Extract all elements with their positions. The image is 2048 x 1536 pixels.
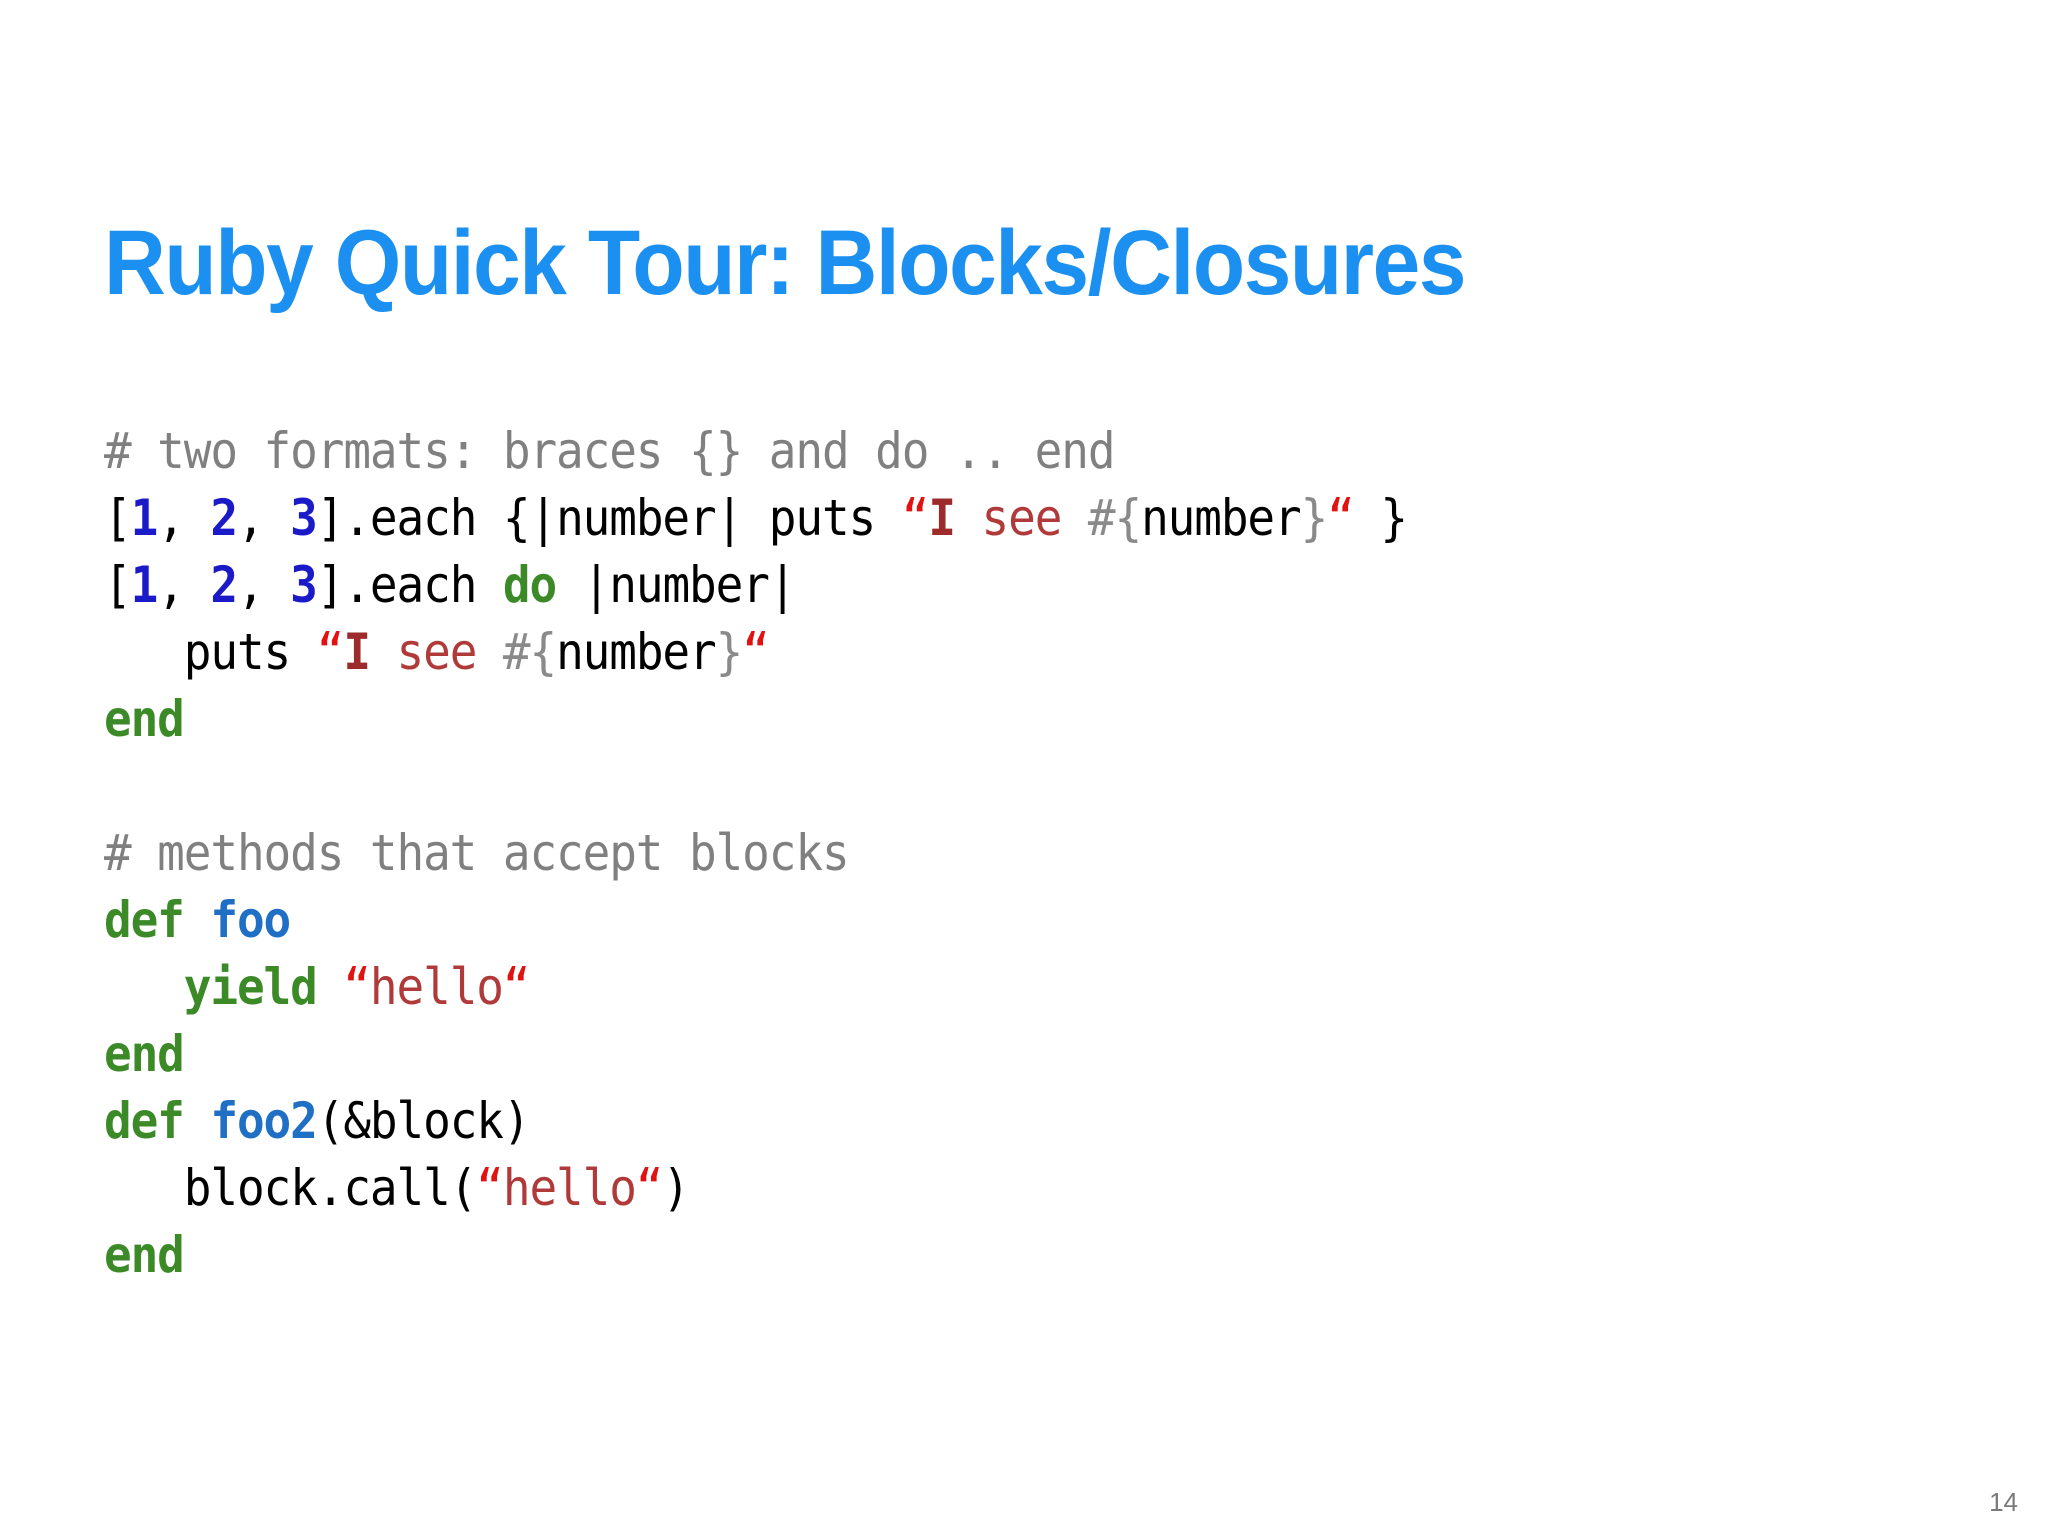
code-token: end xyxy=(104,1226,185,1284)
code-line: # two formats: braces {} and do .. end xyxy=(104,418,1834,485)
code-token: “ xyxy=(742,623,770,681)
code-token: , xyxy=(236,556,291,614)
code-token: def xyxy=(104,891,185,949)
code-token: ) xyxy=(662,1159,690,1217)
code-line: [1, 2, 3].each {|number| puts “I see #{n… xyxy=(104,485,1834,552)
code-line: end xyxy=(104,1021,1834,1088)
code-token: do xyxy=(502,556,557,614)
code-token: ].each {|number| puts xyxy=(316,489,902,547)
code-token: number xyxy=(1141,489,1302,547)
code-block: # two formats: braces {} and do .. end[1… xyxy=(104,418,1834,1289)
code-token: ].each xyxy=(316,556,503,614)
code-line: yield “hello“ xyxy=(104,954,1834,1021)
code-token: “ xyxy=(476,1159,504,1217)
code-token: #{ xyxy=(502,623,557,681)
code-token: “ xyxy=(343,958,371,1016)
code-token: , xyxy=(157,489,211,547)
code-token: “ xyxy=(316,623,345,681)
code-token: [ xyxy=(104,489,132,547)
page-title: Ruby Quick Tour: Blocks/Closures xyxy=(104,211,1466,314)
code-token: end xyxy=(104,1025,185,1083)
code-token: # two formats: braces {} and do .. end xyxy=(104,422,1116,480)
code-line: def foo xyxy=(104,887,1834,954)
code-token: } xyxy=(715,623,744,681)
code-token: hello xyxy=(502,1159,637,1217)
code-token: 3 xyxy=(290,489,318,547)
code-token: “ xyxy=(1327,489,1355,547)
code-token: #{ xyxy=(1087,489,1142,547)
code-token: 1 xyxy=(130,556,159,614)
code-token xyxy=(104,958,184,1016)
code-token: |number| xyxy=(556,556,797,614)
code-token: number xyxy=(556,623,717,681)
code-token: “ xyxy=(502,958,531,1016)
code-line: def foo2(&block) xyxy=(104,1088,1834,1155)
code-token: puts xyxy=(104,623,317,681)
code-token: } xyxy=(1300,489,1329,547)
code-line: block.call(“hello“) xyxy=(104,1155,1834,1222)
code-line: # methods that accept blocks xyxy=(104,820,1834,887)
code-token: 2 xyxy=(210,489,238,547)
code-token: see xyxy=(369,623,503,681)
code-token: yield xyxy=(183,958,318,1016)
code-token xyxy=(184,1092,211,1150)
code-token: 3 xyxy=(290,556,318,614)
code-token xyxy=(184,891,211,949)
code-token: I xyxy=(928,489,956,547)
code-line: end xyxy=(104,1222,1834,1289)
code-token: 1 xyxy=(130,489,159,547)
code-token: , xyxy=(157,556,211,614)
code-token: hello xyxy=(369,958,504,1016)
page-number: 14 xyxy=(1989,1487,2018,1517)
code-token: “ xyxy=(635,1159,664,1217)
code-token: foo2 xyxy=(210,1092,317,1150)
code-token: 2 xyxy=(210,556,238,614)
code-line xyxy=(104,753,1834,820)
code-line: end xyxy=(104,686,1834,753)
code-token: , xyxy=(236,489,291,547)
code-token xyxy=(317,958,344,1016)
code-token: end xyxy=(104,690,185,748)
code-token: } xyxy=(1353,489,1408,547)
code-token: (&block) xyxy=(316,1092,531,1150)
code-token: “ xyxy=(901,489,930,547)
code-token: def xyxy=(104,1092,185,1150)
code-token: I xyxy=(343,623,371,681)
code-token: block.call( xyxy=(104,1159,478,1217)
code-token: foo xyxy=(210,891,291,949)
code-token: [ xyxy=(104,556,132,614)
code-line: [1, 2, 3].each do |number| xyxy=(104,552,1834,619)
code-token: see xyxy=(954,489,1088,547)
code-token: # methods that accept blocks xyxy=(104,824,850,882)
code-line: puts “I see #{number}“ xyxy=(104,619,1834,686)
